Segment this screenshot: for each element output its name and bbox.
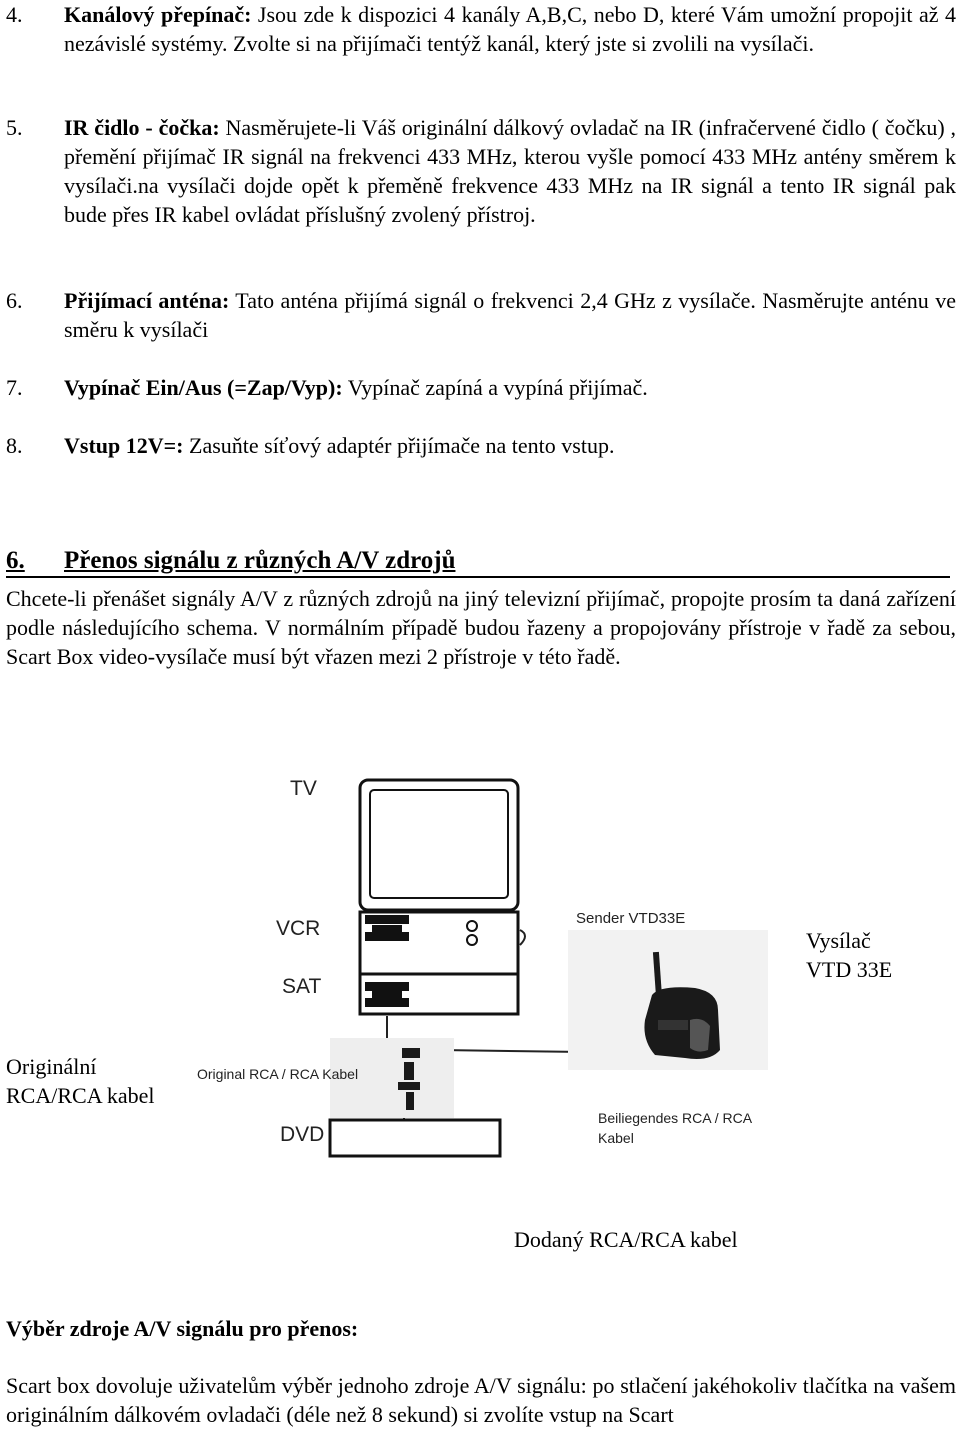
- list-item-5: 5. IR čidlo - čočka: Nasměrujete-li Váš …: [6, 113, 956, 229]
- diagram-drawing: [328, 722, 768, 1158]
- list-number: 5.: [6, 115, 23, 140]
- list-item-text: Tato anténa přijímá signál o frekvenci 2…: [64, 288, 956, 342]
- list-item-title: Kanálový přepínač:: [64, 2, 252, 27]
- list-body: IR čidlo - čočka: Nasměrujete-li Váš ori…: [64, 113, 956, 229]
- vysilac-label-line2: VTD 33E: [806, 957, 893, 982]
- sat-label: SAT: [282, 975, 322, 998]
- dvd-label: DVD: [280, 1123, 325, 1146]
- tv-label: TV: [290, 777, 317, 800]
- vcr-knobs: [466, 920, 478, 946]
- list-body: Přijímací anténa: Tato anténa přijímá si…: [64, 286, 956, 344]
- section-heading: 6. Přenos signálu z různých A/V zdrojů: [6, 545, 950, 578]
- list-item-text: Jsou zde k dispozici 4 kanály A,B,C, neb…: [64, 2, 956, 56]
- originalni-label-line1: Originální: [6, 1054, 97, 1079]
- selection-text: Scart box dovoluje uživatelům výběr jedn…: [6, 1373, 956, 1427]
- list-item-title: Vstup 12V=:: [64, 433, 184, 458]
- dodany-label: Dodaný RCA/RCA kabel: [514, 1227, 738, 1252]
- dvd-box: [328, 1118, 502, 1158]
- connection-diagram: TV VCR SAT DVD Sender VTD33E Original RC…: [190, 720, 790, 1200]
- list-number: 4.: [6, 2, 23, 27]
- list-item-title: Přijímací anténa:: [64, 288, 230, 313]
- list-item-4: 4. Kanálový přepínač: Jsou zde k dispozi…: [6, 0, 956, 58]
- list-number: 6.: [6, 288, 23, 313]
- list-body: Kanálový přepínač: Jsou zde k dispozici …: [64, 0, 956, 58]
- section-number: 6.: [6, 547, 25, 574]
- list-body: Vypínač Ein/Aus (=Zap/Vyp): Vypínač zapí…: [64, 373, 956, 402]
- vysilac-label-line1: Vysílač: [806, 928, 871, 953]
- list-item-title: IR čidlo - čočka:: [64, 115, 220, 140]
- original-cable-label: Original RCA / RCA Kabel: [197, 1066, 359, 1082]
- list-item-6: 6. Přijímací anténa: Tato anténa přijímá…: [6, 286, 956, 344]
- section-title: Přenos signálu z různých A/V zdrojů: [64, 547, 456, 574]
- list-number: 7.: [6, 375, 23, 400]
- list-body: Vstup 12V=: Zasuňte síťový adaptér přijí…: [64, 431, 956, 460]
- list-item-text: Zasuňte síťový adaptér přijímače na tent…: [183, 433, 615, 458]
- originalni-label-line2: RCA/RCA kabel: [6, 1083, 155, 1108]
- beiliegend-cable-label-2: Kabel: [598, 1130, 634, 1146]
- rca-plugs: [398, 1048, 420, 1110]
- beiliegend-cable-label-1: Beiliegendes RCA / RCA: [598, 1110, 753, 1126]
- list-item-title: Vypínač Ein/Aus (=Zap/Vyp):: [64, 375, 343, 400]
- sender-device: [644, 951, 720, 1059]
- list-item-text: Nasměrujete-li Váš originální dálkový ov…: [64, 115, 956, 227]
- list-number: 8.: [6, 433, 23, 458]
- sender-label: Sender VTD33E: [576, 910, 686, 927]
- section-intro: Chcete-li přenášet signály A/V z různých…: [6, 586, 956, 669]
- scart-connectors: [365, 915, 409, 1007]
- tv-stack: [358, 778, 520, 1016]
- list-item-7: 7. Vypínač Ein/Aus (=Zap/Vyp): Vypínač z…: [6, 373, 956, 402]
- vcr-label: VCR: [276, 917, 321, 940]
- selection-heading: Výběr zdroje A/V signálu pro přenos:: [6, 1316, 359, 1341]
- list-item-text: Vypínač zapíná a vypíná přijímač.: [342, 375, 648, 400]
- list-item-8: 8. Vstup 12V=: Zasuňte síťový adaptér př…: [6, 431, 956, 460]
